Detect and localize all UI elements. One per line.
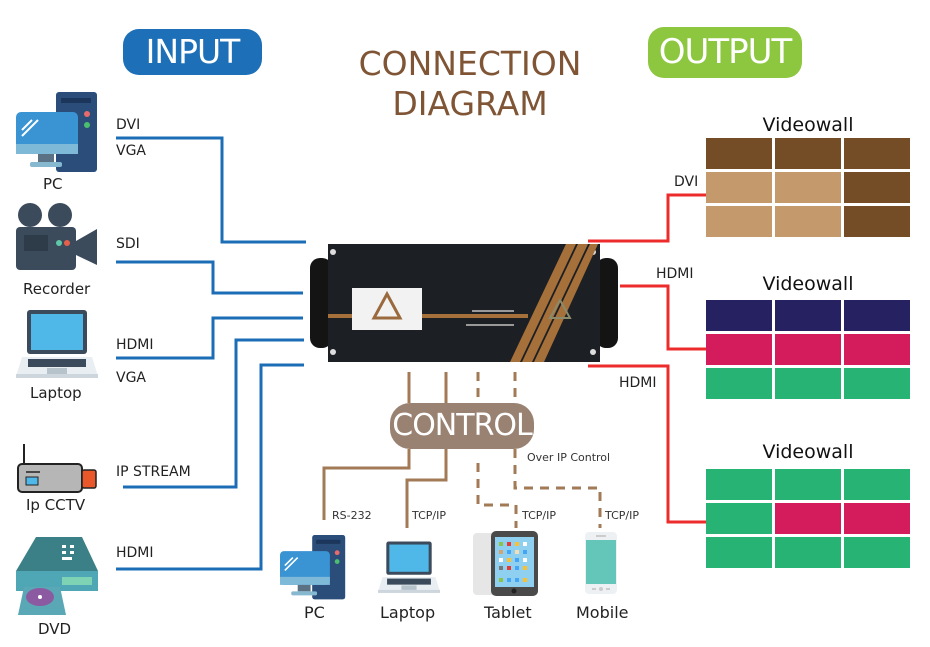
videowall-tile: [844, 334, 910, 365]
videowall-tile: [844, 503, 910, 534]
videowall-tile: [706, 469, 772, 500]
title-line-1: CONNECTION: [358, 44, 582, 83]
control-line-laptop: [405, 449, 448, 528]
input-lines: [116, 136, 306, 571]
videowall-tile: [775, 300, 841, 331]
videowall-tile: [844, 537, 910, 568]
control-protocol-tablet: TCP/IP: [522, 509, 556, 522]
input-line-laptop: [116, 316, 303, 360]
videowall-tile: [706, 537, 772, 568]
videowall-tile: [844, 138, 910, 169]
videowall-tile: [706, 503, 772, 534]
videowall-tile: [844, 368, 910, 399]
control-device-label-pc: PC: [304, 603, 325, 622]
title-line-2: DIAGRAM: [392, 84, 548, 123]
output-lines: [588, 193, 706, 524]
input-device-label-recorder: Recorder: [23, 280, 91, 298]
videowall-tile: [775, 469, 841, 500]
videowall-tile: [775, 334, 841, 365]
input-device-label-dvd: DVD: [38, 620, 72, 638]
over-ip-control-label: Over IP Control: [527, 451, 611, 464]
input-line-dvd: [116, 363, 304, 571]
videowall-tile: [706, 138, 772, 169]
input-signal-hdmi: HDMI: [116, 337, 154, 353]
input-device-label-ipcctv: Ip CCTV: [26, 496, 86, 514]
control-device-label-mobile: Mobile: [576, 603, 629, 622]
videowall-title-2: Videowall: [762, 273, 854, 295]
videowall-title-1: Videowall: [762, 114, 854, 136]
input-line-recorder: [116, 260, 303, 295]
videowall-tile: [775, 206, 841, 237]
input-signal-hdmi-2: HDMI: [116, 545, 154, 561]
input-signal-sdi: SDI: [116, 236, 140, 252]
input-signal-vga: VGA: [116, 143, 147, 159]
ip-camera-icon: [16, 444, 98, 494]
videowall-tile: [844, 300, 910, 331]
videowall-tile: [775, 368, 841, 399]
desktop-pc-icon: [16, 92, 98, 174]
control-protocol-mobile: TCP/IP: [605, 509, 639, 522]
videowall-tile: [844, 206, 910, 237]
control-line-tablet: [476, 463, 518, 528]
output-line-wall-3: [588, 364, 706, 524]
control-lines: [322, 372, 602, 528]
output-header: OUTPUT: [648, 27, 802, 78]
output-line-wall-2: [620, 284, 706, 351]
videowall-tile: [775, 537, 841, 568]
input-device-label-laptop: Laptop: [30, 384, 82, 402]
input-header: INPUT: [123, 29, 262, 75]
videowall-tile: [706, 206, 772, 237]
output-signal-hdmi-1: HDMI: [656, 266, 694, 282]
output-signal-hdmi-2: HDMI: [619, 375, 657, 391]
control-protocol-laptop: TCP/IP: [412, 509, 446, 522]
control-line-mobile: [513, 449, 602, 528]
input-line-ipcctv: [123, 338, 304, 489]
videowall-title-3: Videowall: [762, 441, 854, 463]
control-line-pc: [322, 449, 411, 520]
desktop-pc-icon[interactable]: [280, 535, 346, 601]
output-signal-dvi: DVI: [674, 174, 699, 190]
page-title: CONNECTION DIAGRAM: [330, 44, 610, 124]
input-signal-vga-2: VGA: [116, 370, 147, 386]
videowall-1: [706, 138, 910, 237]
control-protocol-pc: RS-232: [332, 509, 372, 522]
control-header: CONTROL: [390, 403, 534, 449]
videowall-tile: [706, 300, 772, 331]
output-line-wall-1: [588, 193, 706, 243]
videowall-tile: [775, 172, 841, 203]
videowall-3: [706, 469, 910, 568]
laptop-icon[interactable]: [378, 540, 440, 596]
videowall-tile: [775, 138, 841, 169]
input-signal-ip-stream: IP STREAM: [116, 464, 191, 480]
control-device-label-tablet: Tablet: [484, 603, 532, 622]
videowall-tile: [844, 172, 910, 203]
input-line-pc: [116, 136, 306, 244]
videowall-tile: [706, 334, 772, 365]
dvd-player-icon: [16, 537, 98, 615]
input-device-label-pc: PC: [43, 175, 63, 193]
videowall-tile: [706, 368, 772, 399]
videowall-tile: [706, 172, 772, 203]
videowall-tile: [844, 469, 910, 500]
mobile-phone-icon[interactable]: [585, 532, 617, 594]
video-wall-controller-icon: [308, 240, 620, 366]
laptop-icon: [16, 310, 98, 380]
control-device-label-laptop: Laptop: [380, 603, 436, 622]
input-signal-dvi: DVI: [116, 117, 141, 133]
videowall-2: [706, 300, 910, 399]
video-camera-icon: [16, 203, 98, 275]
videowall-tile: [775, 503, 841, 534]
tablet-icon[interactable]: [473, 531, 539, 597]
